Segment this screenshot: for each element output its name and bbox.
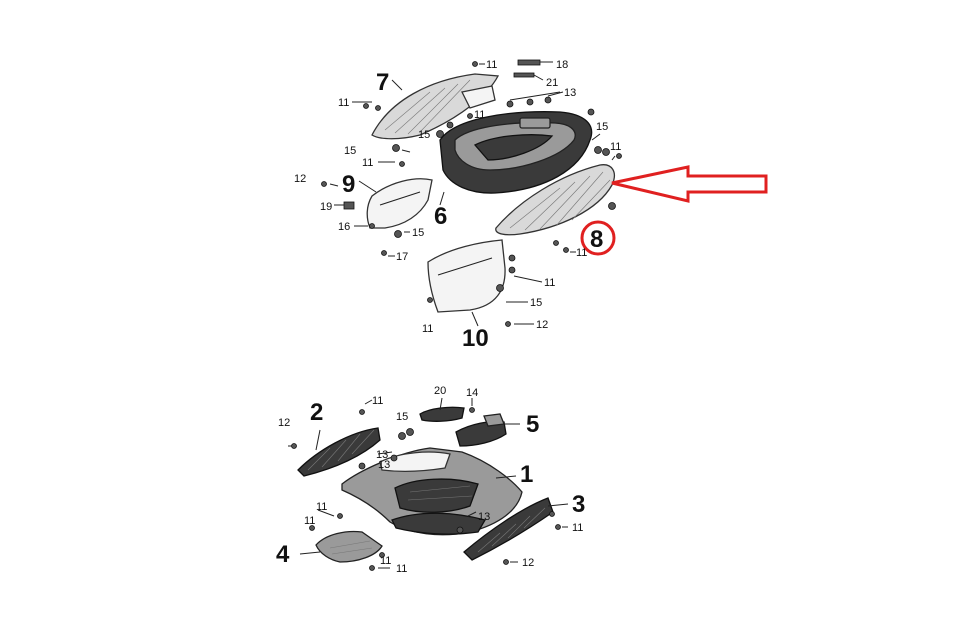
part-4-bottom-tray [315,530,383,563]
ref-15: 15 [396,411,408,423]
highlight-circle [580,220,616,256]
part-2-left-skirt [297,427,381,477]
ref-15: 15 [344,145,356,157]
reference-numbers: 11 11 11 11 11 11 11 11 11 11 11 11 11 1… [278,59,621,575]
part-8-side-cover [495,164,615,236]
ref-11: 11 [372,395,383,407]
ref-15: 15 [596,121,608,133]
ref-12: 12 [278,417,290,429]
callout-7: 7 [376,69,389,96]
ref-11: 11 [380,555,391,567]
ref-17: 17 [396,251,408,263]
ref-11: 11 [338,97,349,109]
upper-fasteners [321,59,622,327]
part-7-cover [371,73,500,140]
ref-13: 13 [478,511,490,523]
callout-2: 2 [310,399,323,426]
ref-12: 12 [522,557,534,569]
lower-leader-lines [288,397,569,569]
ref-11: 11 [576,247,587,259]
part-10-front-panel [427,239,506,313]
part-9-side-panel [366,178,433,229]
part-1-floor-panel [341,447,523,536]
part-6-storage-box [439,111,593,194]
upper-leader-lines [329,61,616,327]
part-3-right-skirt [463,497,554,561]
callout-4: 4 [276,541,290,568]
ref-11: 11 [572,522,583,534]
ref-11: 11 [304,515,315,527]
callout-9: 9 [342,171,355,198]
ref-18: 18 [556,59,568,71]
part-5-small-cover [455,413,507,447]
callout-1: 1 [520,461,533,488]
ref-20: 20 [434,385,446,397]
ref-15: 15 [530,297,542,309]
highlight-arrow [611,165,768,203]
callout-numbers: 7 9 6 8 10 2 5 1 3 4 [276,69,603,568]
ref-16: 16 [338,221,350,233]
lower-fasteners [291,407,561,571]
ref-12: 12 [536,319,548,331]
ref-11: 11 [474,109,485,121]
ref-11: 11 [362,157,373,169]
ref-15: 15 [418,129,430,141]
ref-15: 15 [412,227,424,239]
ref-11: 11 [486,59,497,71]
ref-11: 11 [396,563,407,575]
ref-19: 19 [320,201,332,213]
callout-6: 6 [434,203,447,230]
ref-11: 11 [544,277,555,289]
ref-12: 12 [294,173,306,185]
ref-21: 21 [546,77,558,89]
ref-13: 13 [378,459,390,471]
callout-10: 10 [462,325,489,352]
callout-5: 5 [526,411,539,438]
part-20-grip [419,406,465,422]
ref-11: 11 [422,323,433,335]
ref-11: 11 [610,141,621,153]
ref-13: 13 [376,449,388,461]
callout-8: 8 [590,226,603,253]
ref-13: 13 [564,87,576,99]
ref-11: 11 [316,501,327,513]
ref-14: 14 [466,387,478,399]
callout-3: 3 [572,491,585,518]
